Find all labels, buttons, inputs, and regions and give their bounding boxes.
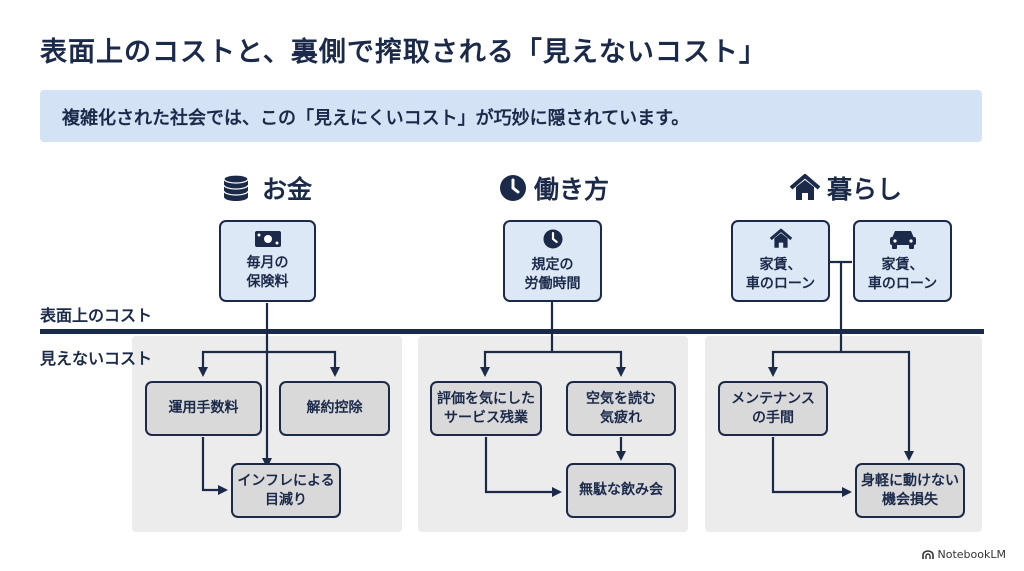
house-icon	[769, 228, 792, 248]
clock-icon	[542, 229, 563, 249]
hidden-box-inflation-loss: インフレによる 目減り	[231, 463, 341, 518]
brand-label: NotebookLM	[937, 548, 1006, 561]
heading-work-label: 働き方	[534, 175, 610, 204]
page-title: 表面上のコストと、裏側で搾取される「見えないコスト」	[40, 37, 767, 68]
money-bill-icon	[254, 231, 281, 248]
hidden-box-label: 評価を気にした サービス残業	[437, 390, 535, 426]
heading-money: お金	[222, 170, 312, 206]
hidden-box-label: 空気を読む 気疲れ	[586, 390, 656, 426]
house-icon	[789, 174, 821, 200]
surface-box-working-hours: 規定の 労働時間	[503, 220, 602, 302]
surface-box-rent-loan: 家賃、 車のローン	[731, 220, 830, 302]
hidden-box-opportunity-loss: 身軽に動けない 機会損失	[855, 463, 965, 518]
summary-banner: 複雑化された社会では、この「見えにくいコスト」が巧妙に隠されています。	[40, 90, 982, 142]
hidden-box-social-fatigue: 空気を読む 気疲れ	[566, 381, 676, 436]
hidden-box-label: 身軽に動けない 機会損失	[861, 472, 959, 508]
hidden-box-label: 無駄な飲み会	[579, 482, 663, 499]
hidden-box-management-fee: 運用手数料	[145, 381, 262, 436]
heading-money-label: お金	[262, 175, 313, 204]
car-icon	[889, 231, 916, 250]
hidden-box-label: 運用手数料	[168, 400, 239, 417]
surface-box-label: 毎月の 保険料	[246, 255, 289, 290]
hidden-box-unpaid-overtime: 評価を気にした サービス残業	[430, 381, 542, 436]
surface-box-insurance-premium: 毎月の 保険料	[219, 220, 316, 302]
hidden-box-label: メンテナンス の手間	[731, 390, 815, 426]
summary-text: 複雑化された社会では、この「見えにくいコスト」が巧妙に隠されています。	[62, 108, 690, 129]
surface-box-label: 家賃、 車のローン	[745, 257, 816, 292]
coins-icon	[223, 174, 249, 201]
hidden-box-label: インフレによる 目減り	[237, 472, 335, 508]
hidden-box-label: 解約控除	[306, 400, 363, 417]
hidden-cost-label: 見えないコスト	[40, 349, 153, 368]
surface-box-rent-car-loan: 家賃、 車のローン	[853, 220, 952, 302]
notebooklm-logo-icon	[921, 549, 934, 559]
heading-life: 暮らし	[789, 170, 902, 206]
brand-watermark: NotebookLM	[921, 548, 1006, 561]
clock-icon	[500, 175, 526, 201]
surface-divider-line	[40, 329, 984, 334]
surface-box-label: 家賃、 車のローン	[867, 257, 938, 292]
hidden-box-useless-drinking-party: 無駄な飲み会	[566, 463, 676, 518]
heading-life-label: 暮らし	[827, 175, 903, 204]
surface-cost-label: 表面上のコスト	[40, 306, 153, 325]
hidden-box-maintenance-effort: メンテナンス の手間	[718, 381, 828, 436]
heading-work: 働き方	[498, 170, 609, 206]
hidden-box-surrender-deduction: 解約控除	[279, 381, 390, 436]
surface-box-label: 規定の 労働時間	[524, 257, 581, 292]
